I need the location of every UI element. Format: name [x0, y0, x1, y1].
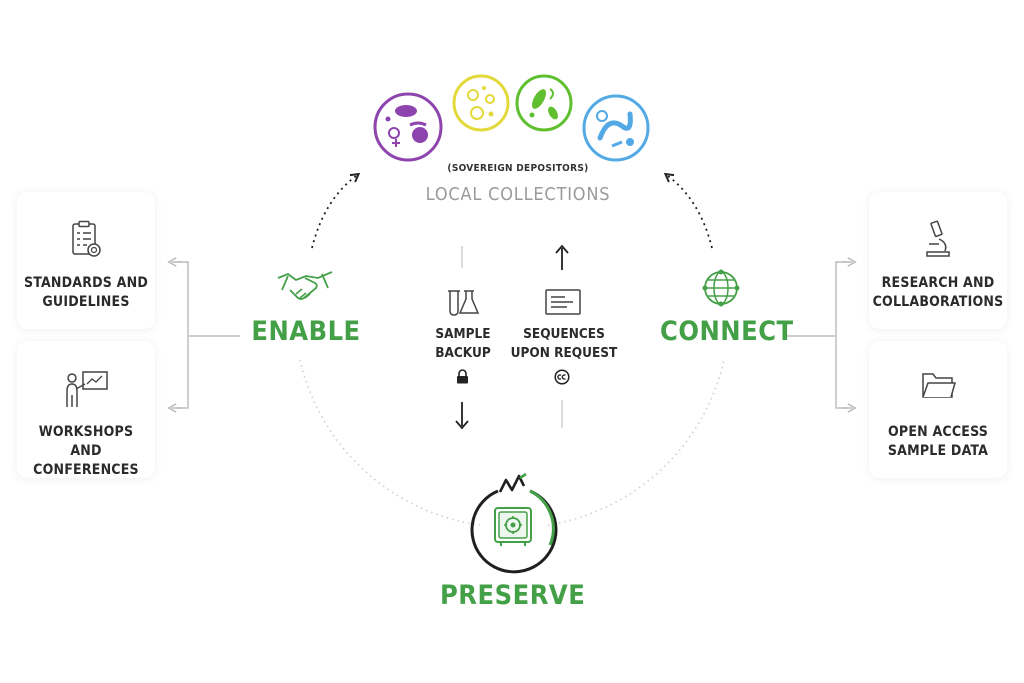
checklist-badge-icon — [72, 220, 101, 257]
microscope-icon — [926, 220, 950, 257]
safe-vault-icon — [470, 472, 558, 574]
microbe-blue-icon — [582, 94, 650, 162]
sequences-line1: SEQUENCES — [523, 326, 605, 342]
card-research: RESEARCH AND COLLABORATIONS — [869, 192, 1007, 329]
card-standards-line2: GUIDELINES — [42, 294, 130, 310]
handshake-icon — [277, 271, 333, 300]
microbe-yellow-icon — [452, 74, 510, 132]
creative-commons-icon — [554, 369, 570, 385]
depositors-label: (SOVEREIGN DEPOSITORS) — [447, 163, 589, 174]
card-workshops: WORKSHOPS AND CONFERENCES — [17, 341, 155, 478]
connect-title: CONNECT — [660, 316, 794, 347]
presenter-board-icon — [66, 371, 108, 407]
microbe-circles — [373, 74, 650, 162]
left-bracket — [175, 261, 240, 409]
card-open-access: OPEN ACCESS SAMPLE DATA — [869, 341, 1007, 478]
preserve-title: PRESERVE — [440, 580, 586, 611]
card-research-line1: RESEARCH AND — [881, 275, 995, 291]
globe-network-icon — [702, 269, 740, 307]
card-workshops-line2: AND CONFERENCES — [33, 443, 139, 478]
card-open-access-line2: SAMPLE DATA — [887, 443, 989, 459]
arc-right-arrow — [663, 172, 713, 249]
document-lines-icon — [545, 289, 581, 315]
card-research-line2: COLLABORATIONS — [872, 294, 1004, 310]
arrow-down-icon — [455, 402, 469, 430]
folder-icon — [922, 373, 956, 398]
sequences-line2: UPON REQUEST — [510, 345, 618, 361]
sample-backup-line2: BACKUP — [435, 345, 491, 361]
card-open-access-line1: OPEN ACCESS — [887, 424, 988, 440]
card-standards-line1: STANDARDS AND — [23, 275, 149, 291]
enable-title: ENABLE — [251, 316, 361, 347]
sample-backup-line1: SAMPLE — [435, 326, 491, 342]
microbe-lime-icon — [515, 74, 573, 132]
microbe-purple-icon — [373, 92, 443, 162]
right-bracket — [786, 261, 849, 409]
arrow-up-icon — [555, 244, 569, 270]
lock-icon — [457, 369, 468, 384]
card-standards: STANDARDS AND GUIDELINES — [17, 192, 155, 329]
lower-arc — [299, 359, 481, 526]
local-collections-label: LOCAL COLLECTIONS — [425, 184, 611, 205]
lower-arc-right — [547, 359, 725, 526]
card-workshops-line1: WORKSHOPS — [38, 424, 134, 440]
arc-left-arrow — [311, 172, 361, 249]
test-tubes-icon — [448, 290, 480, 316]
